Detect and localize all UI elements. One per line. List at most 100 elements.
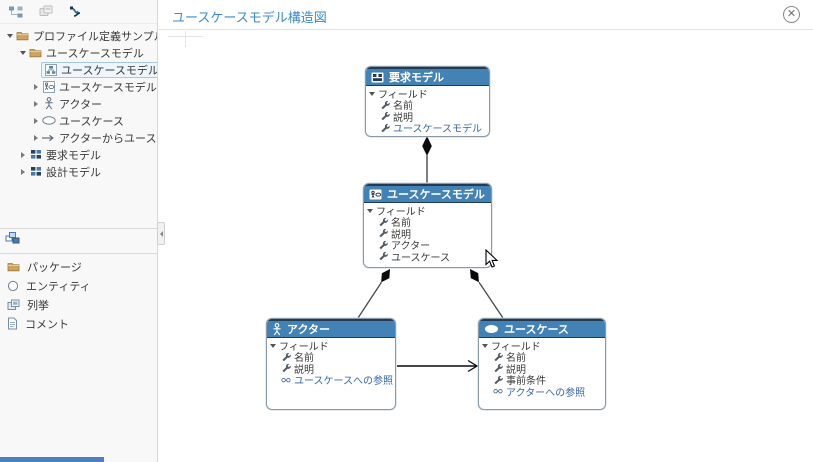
cascade-structure-icon[interactable] — [5, 231, 21, 245]
field-row[interactable]: ユースケース — [364, 251, 491, 264]
group-expander-icon[interactable] — [369, 91, 375, 96]
tree-item-1[interactable]: ユースケースモデル — [0, 44, 157, 61]
tree-item-8[interactable]: 設計モデル — [0, 163, 157, 180]
field-label: 説明 — [391, 229, 411, 241]
palette-item-label: コメント — [25, 318, 69, 331]
tree-item-4[interactable]: アクター — [0, 95, 157, 112]
tree-item-label: アクターからユースケースへの参照 — [59, 132, 157, 145]
folder-icon — [15, 30, 30, 41]
tree-structure-icon[interactable] — [7, 4, 25, 20]
diagram-canvas[interactable]: 要求モデルフィールド名前説明ユースケースモデルユースケースモデルフィールド名前説… — [159, 31, 813, 462]
edge-composition-requirement-usecasemodel[interactable] — [422, 136, 432, 183]
reference-icon — [493, 387, 503, 395]
tree-item-label: ユースケースモデル — [46, 47, 144, 60]
close-icon[interactable]: ✕ — [783, 6, 800, 23]
expander-icon[interactable] — [17, 168, 28, 175]
edge-composition-usecasemodel-actor[interactable] — [357, 267, 394, 319]
wrench-icon — [378, 217, 388, 227]
tree-item-label: ユースケース — [59, 115, 124, 128]
node-title: ユースケースモデル — [387, 189, 485, 201]
group-expander-icon[interactable] — [270, 343, 276, 348]
field-group-row[interactable]: フィールド — [479, 340, 605, 353]
sidebar: プロファイル定義サンプルユースケースモデルユースケースモデル構造図ユースケースモ… — [0, 0, 158, 462]
usecase-model-light-icon — [369, 189, 382, 200]
sidebar-divider-upper — [0, 228, 157, 229]
field-row[interactable]: 説明 — [267, 363, 395, 376]
node-usecase-model[interactable]: ユースケースモデルフィールド名前説明アクターユースケース — [363, 183, 492, 268]
field-row[interactable]: 名前 — [364, 216, 491, 230]
field-row[interactable]: 名前 — [366, 99, 489, 113]
wrench-icon — [380, 111, 390, 121]
folder-icon — [7, 261, 20, 272]
field-group-row[interactable]: フィールド — [364, 205, 491, 218]
edge-composition-usecasemodel-usecase[interactable] — [466, 266, 504, 319]
field-row[interactable]: 説明 — [364, 228, 491, 241]
tree-item-label: 要求モデル — [46, 149, 101, 162]
field-label: アクターへの参照 — [506, 387, 586, 399]
expander-icon[interactable] — [17, 151, 28, 158]
field-label: アクター — [391, 241, 431, 253]
copy-window-icon[interactable] — [37, 4, 55, 20]
palette-item-1[interactable]: エンティティ — [0, 276, 157, 295]
node-header[interactable]: アクター — [267, 319, 395, 338]
node-header[interactable]: 要求モデル — [366, 67, 489, 86]
node-header[interactable]: ユースケースモデル — [364, 184, 491, 203]
expander-icon[interactable] — [4, 33, 15, 38]
field-row[interactable]: アクターへの参照 — [479, 386, 605, 399]
field-group-row[interactable]: フィールド — [267, 340, 395, 353]
field-row[interactable]: ユースケースへの参照 — [267, 374, 395, 388]
palette-item-0[interactable]: パッケージ — [0, 257, 157, 276]
field-label: ユースケース — [391, 252, 450, 264]
node-actor[interactable]: アクターフィールド名前説明ユースケースへの参照 — [266, 318, 396, 410]
tree-item-0[interactable]: プロファイル定義サンプル — [0, 27, 157, 44]
tree-item-5[interactable]: ユースケース — [0, 112, 157, 129]
node-usecase[interactable]: ユースケースフィールド名前説明事前条件アクターへの参照 — [478, 318, 606, 410]
expander-icon[interactable] — [30, 83, 41, 90]
diagram-tab-header: ユースケースモデル構造図 ✕ — [159, 0, 813, 30]
diagram-icon — [43, 63, 58, 76]
palette-item-label: エンティティ — [26, 280, 91, 293]
sidebar-collapse-handle[interactable] — [157, 222, 165, 245]
field-row[interactable]: 名前 — [267, 351, 395, 364]
field-row[interactable]: 説明 — [479, 363, 605, 376]
field-group-label: フィールド — [376, 207, 426, 218]
expander-icon[interactable] — [17, 50, 28, 55]
field-row[interactable]: 名前 — [479, 351, 605, 364]
field-row[interactable]: 説明 — [366, 111, 489, 124]
group-expander-icon[interactable] — [367, 208, 373, 213]
expander-icon[interactable] — [30, 134, 41, 141]
field-label: ユースケースへの参照 — [294, 376, 393, 388]
field-row[interactable]: ユースケースモデル — [366, 122, 489, 135]
expander-icon[interactable] — [30, 100, 41, 107]
field-group-row[interactable]: フィールド — [366, 88, 489, 101]
actor-light-icon — [272, 322, 282, 336]
wrench-icon — [378, 228, 388, 238]
palette-item-label: パッケージ — [27, 261, 82, 274]
tree-item-2[interactable]: ユースケースモデル構造図 — [0, 61, 157, 78]
wrench-icon — [380, 100, 390, 110]
group-expander-icon[interactable] — [482, 343, 488, 348]
node-header[interactable]: ユースケース — [479, 319, 605, 338]
field-row[interactable]: アクター — [364, 239, 491, 253]
tree-item-6[interactable]: アクターからユースケースへの参照 — [0, 129, 157, 146]
tree-item-7[interactable]: 要求モデル — [0, 146, 157, 163]
sidebar-divider-lower — [0, 253, 157, 254]
field-group-label: フィールド — [378, 90, 428, 101]
main-area: ユースケースモデル構造図 ✕ — [159, 0, 813, 462]
branch-sync-icon[interactable] — [67, 4, 85, 20]
expander-icon[interactable] — [30, 117, 41, 124]
wrench-icon — [380, 123, 390, 133]
actor-icon — [41, 97, 56, 110]
node-requirement-model[interactable]: 要求モデルフィールド名前説明ユースケースモデル — [365, 66, 490, 137]
palette-item-3[interactable]: コメント — [0, 314, 157, 333]
field-label: 名前 — [393, 101, 413, 113]
palette-item-2[interactable]: 列挙 — [0, 295, 157, 314]
model-icon — [28, 166, 43, 177]
node-title: アクター — [287, 324, 331, 336]
tree-item-3[interactable]: ユースケースモデル — [0, 78, 157, 95]
edge-association-actor-usecase[interactable] — [397, 359, 479, 373]
field-row[interactable]: 事前条件 — [479, 374, 605, 387]
field-label: 名前 — [391, 218, 411, 230]
status-progress-strip — [0, 457, 104, 462]
wrench-icon — [493, 363, 503, 373]
